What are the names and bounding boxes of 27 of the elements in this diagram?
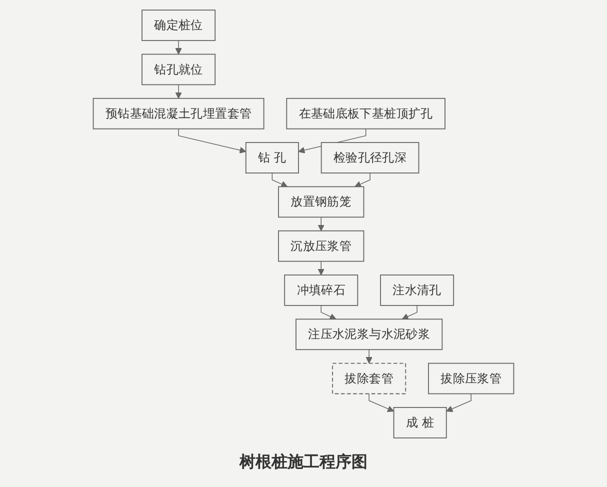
arrow: [318, 260, 324, 276]
process-box: 在基础底板下基桩顶扩孔: [286, 98, 446, 130]
process-box: 沉放压浆管: [278, 230, 364, 262]
process-box: 注压水泥浆与水泥砂浆: [296, 318, 443, 350]
arrow: [175, 84, 182, 99]
process-box: 放置钢筋笼: [278, 186, 364, 218]
process-box: 拔除压浆管: [428, 362, 514, 394]
process-box: 拔除套管: [332, 362, 406, 394]
process-box: 钻 孔: [245, 142, 299, 174]
arrow: [272, 172, 288, 188]
arrow: [318, 216, 324, 232]
arrow: [175, 40, 182, 55]
arrow: [402, 305, 418, 320]
arrow: [320, 305, 336, 320]
arrow: [368, 393, 394, 412]
process-box: 检验孔径孔深: [320, 142, 420, 174]
arrow: [178, 128, 246, 154]
process-box: 预钻基础混凝土孔埋置套管: [92, 98, 264, 130]
process-box: 钻孔就位: [142, 54, 216, 86]
arrow: [354, 172, 370, 188]
process-box: 注水清孔: [380, 274, 454, 306]
arrow: [366, 349, 372, 364]
figure-caption: 树根桩施工程序图: [240, 452, 368, 473]
process-box: 冲填碎石: [284, 274, 358, 306]
process-box: 确定桩位: [142, 10, 216, 41]
arrow: [446, 393, 472, 412]
process-box: 成 桩: [393, 407, 447, 438]
